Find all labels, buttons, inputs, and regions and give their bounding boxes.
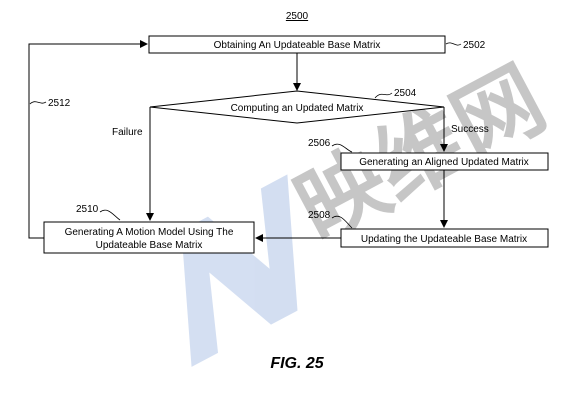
ref-leader-2508	[331, 215, 353, 229]
ref-2512: 2512	[48, 98, 71, 109]
ref-leader-2506	[331, 143, 353, 153]
decision-compute-updated-matrix	[149, 90, 445, 124]
decision-compute-label: Computing an Updated Matrix	[231, 103, 364, 114]
figure-number: 2500	[286, 11, 309, 22]
figure-caption: FIG. 25	[270, 355, 324, 372]
ref-2504: 2504	[394, 88, 417, 99]
ref-leader-2510	[99, 209, 121, 221]
ref-leader-2502	[445, 42, 462, 46]
ref-leader-2512	[29, 101, 47, 105]
ref-2510: 2510	[76, 204, 99, 215]
box-update-label: Updating the Updateable Base Matrix	[361, 234, 527, 245]
ref-2508: 2508	[308, 210, 331, 221]
edge-loop-back	[28, 40, 148, 239]
box-obtain-label: Obtaining An Updateable Base Matrix	[214, 40, 381, 51]
ref-leader-2504	[374, 92, 393, 99]
box-motion-label-line1: Generating A Motion Model Using The	[65, 227, 234, 238]
box-aligned-label: Generating an Aligned Updated Matrix	[359, 157, 529, 168]
box-motion-label-line2: Updateable Base Matrix	[96, 240, 203, 251]
watermark-logo: 映维网	[181, 47, 561, 367]
edge-success-label: Success	[451, 124, 489, 135]
ref-2506: 2506	[308, 138, 331, 149]
edge-failure-label: Failure	[112, 127, 143, 138]
ref-2502: 2502	[463, 40, 486, 51]
